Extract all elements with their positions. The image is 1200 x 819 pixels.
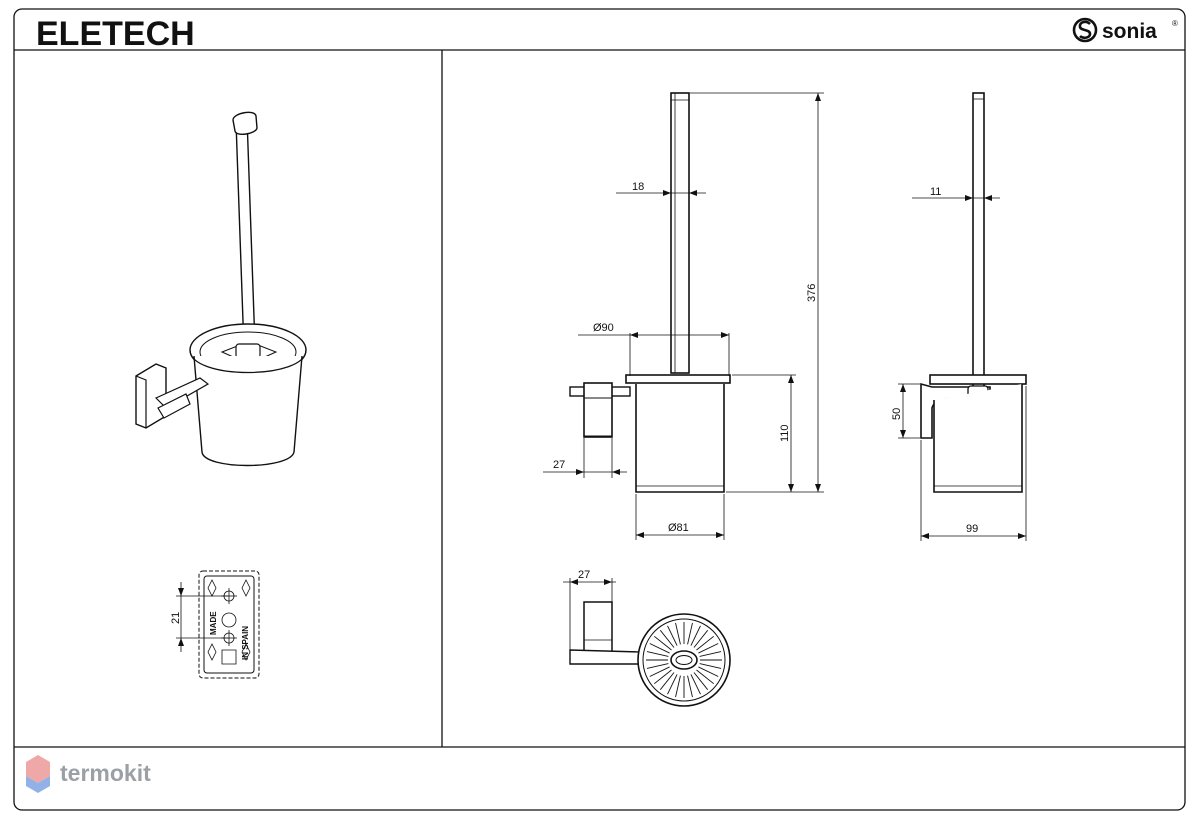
wall-plate-detail: MADE IN SPAIN 21 — [170, 570, 260, 679]
brush-rib — [675, 622, 681, 645]
perspective-wall-plate-edge — [135, 375, 147, 428]
dim-cup-height: 110 — [779, 424, 791, 442]
brand-registered-mark: ® — [1172, 19, 1178, 28]
sonia-logo-icon — [1072, 17, 1098, 43]
wall-plate-inner — [203, 575, 255, 674]
dim-top-bracket: 27 — [578, 569, 590, 581]
brush-rib — [696, 669, 714, 685]
front-cup-body — [635, 384, 725, 493]
wall-plate-diamond — [241, 643, 251, 661]
brush-rib — [649, 643, 670, 654]
brush-rib — [699, 651, 722, 657]
brush-rib — [667, 674, 678, 695]
brush-rib — [654, 669, 672, 685]
front-wall-bracket — [583, 382, 613, 438]
dim-top-diameter: Ø90 — [593, 322, 614, 334]
dim-hole-spacing: 21 — [170, 612, 182, 624]
perspective-view — [135, 111, 307, 467]
side-rod — [972, 92, 985, 394]
brush-rib — [699, 663, 722, 669]
top-rod-section — [670, 650, 698, 670]
perspective-arm — [154, 377, 210, 409]
perspective-cup-body — [193, 355, 303, 467]
brush-rib — [649, 666, 670, 677]
front-view: 18 Ø90 Ø81 110 376 27 — [543, 92, 824, 540]
stamp-in-spain: IN SPAIN — [241, 626, 250, 660]
brush-rib — [675, 675, 681, 698]
brush-rib — [659, 630, 675, 648]
wall-plate-diamond — [207, 643, 217, 661]
brush-rib — [646, 651, 669, 657]
wall-plate-diamond — [207, 579, 217, 597]
wall-plate-center-hole — [221, 612, 237, 628]
brush-rib — [667, 625, 678, 646]
brush-rib — [696, 635, 714, 651]
wall-plate-clip — [221, 649, 237, 665]
brush-rib — [687, 622, 693, 645]
wall-plate-outline — [198, 570, 260, 679]
front-cup-lid — [625, 374, 731, 384]
top-cup-inner — [642, 618, 726, 702]
dim-rod-width: 18 — [632, 181, 644, 193]
perspective-rod-base — [235, 343, 261, 359]
termokit-logo-icon — [26, 755, 50, 783]
side-view: 11 50 99 — [891, 92, 1027, 541]
perspective-ring-band — [189, 349, 307, 374]
brush-rib — [693, 672, 709, 690]
dim-overall-height: 376 — [806, 284, 818, 302]
sonia-logo: sonia ® — [1072, 17, 1178, 43]
termokit-watermark: termokit — [26, 755, 151, 793]
wall-plate-diamond — [241, 579, 251, 597]
brush-rib — [690, 625, 701, 646]
side-cup-lid — [929, 374, 1027, 385]
brush-rib — [646, 663, 669, 669]
stamp-made: MADE — [209, 611, 218, 635]
brand-name: sonia — [1102, 20, 1157, 43]
side-cup-body — [933, 384, 1023, 493]
top-view: 27 — [563, 569, 731, 707]
dim-bottom-diameter: Ø81 — [668, 522, 689, 534]
dim-bracket-height: 50 — [891, 408, 903, 420]
brush-rib — [690, 674, 701, 695]
dim-side-rod-width: 11 — [930, 186, 941, 198]
brush-rib — [654, 635, 672, 651]
product-title: ELETECH — [36, 15, 195, 53]
brush-rib — [687, 675, 693, 698]
top-arm — [569, 649, 641, 665]
perspective-rod-cap — [232, 111, 258, 135]
front-rod — [670, 92, 690, 374]
watermark-text: termokit — [60, 760, 151, 786]
perspective-rod — [235, 117, 256, 351]
brush-rib — [698, 643, 719, 654]
brush-rib — [659, 672, 675, 690]
perspective-arm-joint — [157, 393, 191, 419]
dim-depth: 99 — [966, 523, 978, 535]
sheet-border — [13, 8, 1186, 811]
top-brush-ribs — [646, 622, 722, 698]
sonia-s-mark-icon — [1078, 20, 1092, 40]
dim-wall-offset: 27 — [553, 459, 565, 471]
brush-rib — [693, 630, 709, 648]
brush-rib — [698, 666, 719, 677]
